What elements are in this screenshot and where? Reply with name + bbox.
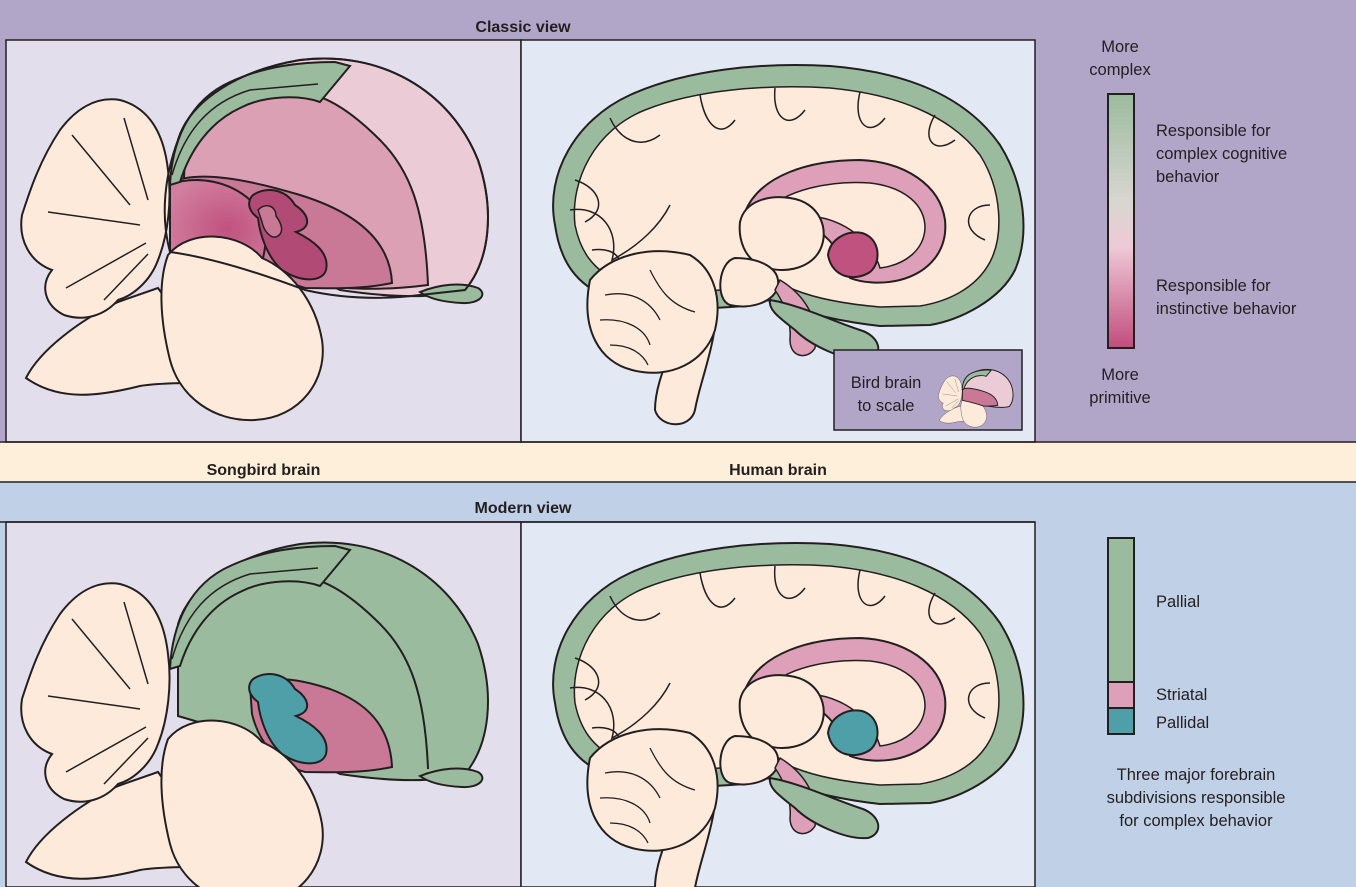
classic-view-title: Classic view: [0, 19, 1046, 37]
complexity-gradient-bar: [1108, 94, 1134, 348]
pallidal-swatch: [1108, 708, 1134, 734]
striatal-swatch: [1108, 682, 1134, 708]
pallial-swatch: [1108, 538, 1134, 682]
striatal-label: Striatal: [1156, 684, 1207, 707]
pallidal-label: Pallidal: [1156, 712, 1209, 735]
songbird-brain-caption: Songbird brain: [6, 462, 521, 480]
human-brain-caption: Human brain: [521, 462, 1035, 480]
pallial-label: Pallial: [1156, 591, 1200, 614]
modern-view-title: Modern view: [0, 500, 1046, 518]
